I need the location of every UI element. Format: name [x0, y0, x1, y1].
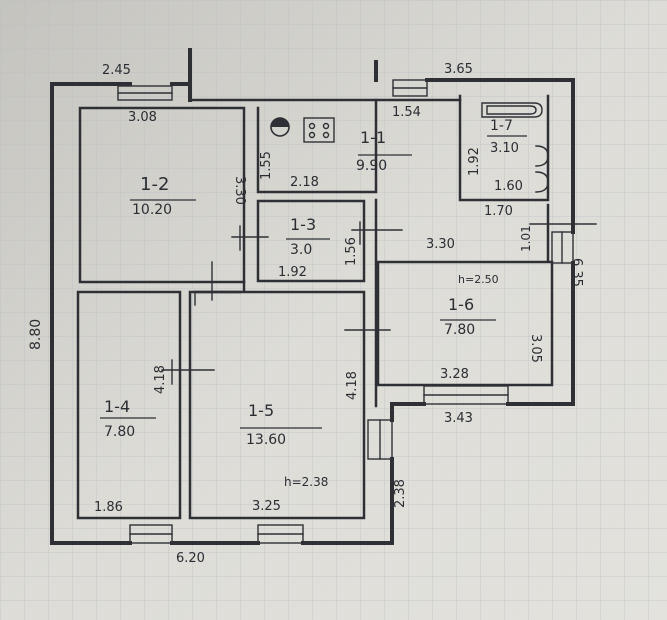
- dim-left-total: 8.80: [28, 319, 44, 350]
- dim-corridor-side: 1.56: [344, 237, 359, 266]
- room-1-7-label: 1-7: [490, 118, 513, 134]
- door-marks: [161, 211, 597, 385]
- height-room6: h=2.50: [458, 273, 499, 286]
- room-1-6-area: 7.80: [444, 322, 475, 338]
- dim-room6-bottom: 3.28: [440, 367, 469, 382]
- stove: [303, 117, 335, 143]
- dim-bottom-total: 6.20: [176, 551, 205, 566]
- room-1-3-label: 1-3: [290, 215, 316, 234]
- dim-top-left: 2.45: [102, 63, 131, 78]
- room-1-2-label: 1-2: [140, 174, 169, 195]
- outer-walls: [50, 48, 575, 545]
- room-1-1-label: 1-1: [360, 128, 386, 147]
- dim-bath-inner: 1.60: [494, 179, 523, 194]
- dim-room5-side: 4.18: [345, 371, 360, 400]
- room-1-4-label: 1-4: [104, 397, 130, 416]
- room-1-4-area: 7.80: [104, 424, 135, 440]
- room-1-5-area: 13.60: [246, 432, 286, 448]
- dim-small-side: 1.01: [519, 225, 533, 252]
- dim-outer-bottom-right: 3.43: [444, 411, 473, 426]
- dim-room1-top: 1.54: [392, 105, 421, 120]
- room-1-2-area: 10.20: [132, 202, 172, 218]
- room-1-7-area: 3.10: [490, 141, 519, 156]
- height-room5: h=2.38: [284, 475, 328, 489]
- windows: [117, 79, 574, 544]
- boiler-icon: [270, 117, 290, 137]
- dim-room4-bottom: 1.86: [94, 500, 123, 515]
- sink: [535, 145, 549, 193]
- dim-bath-side: 1.92: [467, 147, 482, 176]
- label-underlines: [100, 135, 527, 429]
- room-1-1-area: 9.90: [356, 158, 387, 174]
- dim-right-lower: 2.38: [393, 479, 408, 508]
- dim-room6-top: 3.30: [426, 237, 455, 252]
- dim-room5-bottom: 3.25: [252, 499, 281, 514]
- dim-right-total: 6.35: [569, 258, 584, 287]
- dim-top-right: 3.65: [444, 62, 473, 77]
- dim-room2-top: 3.08: [128, 110, 157, 125]
- dim-room1-side: 1.55: [259, 151, 274, 180]
- dim-corridor-bottom: 1.92: [278, 265, 307, 280]
- room-1-6-label: 1-6: [448, 295, 474, 314]
- room-1-3-area: 3.0: [290, 242, 312, 258]
- dim-room4-side: 4.18: [153, 365, 168, 394]
- room-1-5-label: 1-5: [248, 401, 274, 420]
- dim-bath-bottom: 1.70: [484, 204, 513, 219]
- dim-room2-side: 3.30: [232, 176, 247, 205]
- dim-room6-side: 3.05: [528, 334, 543, 363]
- dim-room1-bottom: 2.18: [290, 175, 319, 190]
- bathtub: [481, 102, 543, 118]
